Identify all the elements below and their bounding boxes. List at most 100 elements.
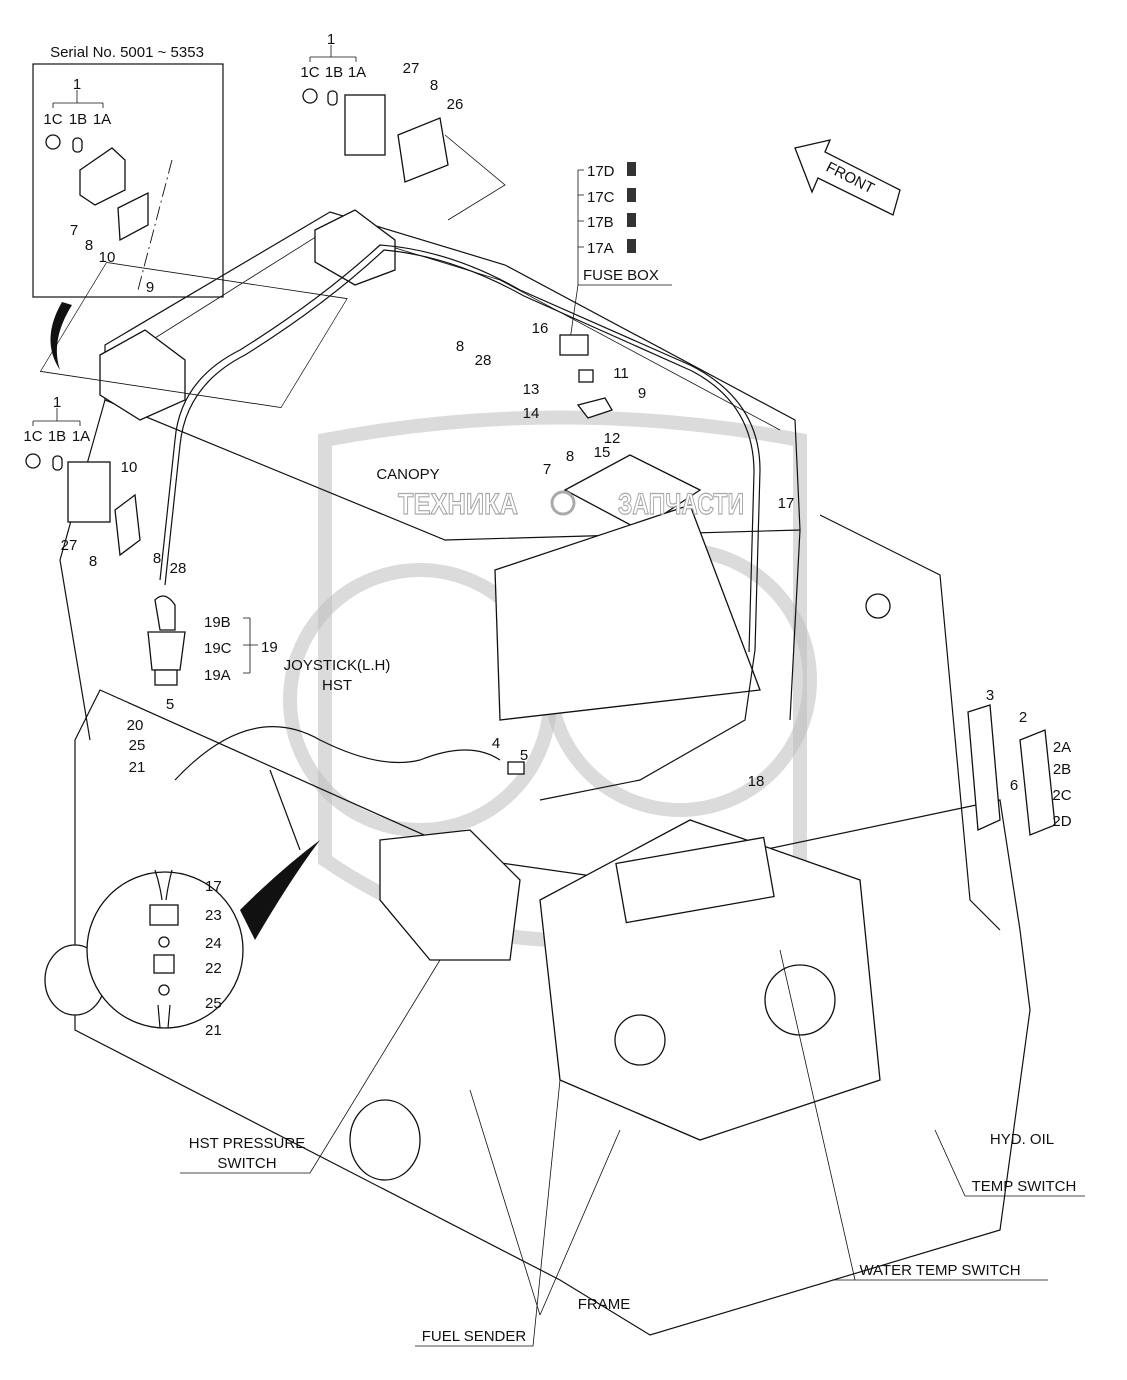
connector <box>507 761 525 775</box>
front-arrow: FRONT <box>794 139 901 216</box>
serial-title: Serial No. 5001 ~ 5353 <box>50 44 204 61</box>
label-13: 13 <box>523 381 540 398</box>
top-label-1: 1 <box>327 31 335 48</box>
fuse-box-title: FUSE BOX <box>583 267 659 284</box>
left-label-1a: 1A <box>72 428 90 445</box>
label-19b: 19B <box>204 614 231 631</box>
relay <box>578 369 594 383</box>
lamp-housing <box>67 461 111 523</box>
label-3: 3 <box>986 687 994 704</box>
left-label-27: 27 <box>61 537 78 554</box>
fuse-icon <box>627 213 636 227</box>
detail-pointer-icon <box>240 840 320 940</box>
top-label-1b: 1B <box>325 64 343 81</box>
left-label-8: 8 <box>89 553 97 570</box>
callout-hst-pressure-2: SWITCH <box>217 1155 276 1172</box>
detail-label-22: 22 <box>205 960 222 977</box>
gear-icon <box>550 490 576 516</box>
lamp-housing <box>79 147 126 206</box>
callout-hst-pressure: HST PRESSURE <box>189 1135 305 1152</box>
oil-filter <box>614 1014 666 1066</box>
bulb-icon <box>52 455 63 471</box>
label-16: 16 <box>532 320 549 337</box>
fuse-icon <box>627 162 636 176</box>
label-5-harness: 5 <box>520 747 528 764</box>
fuse-box-group: 17D 17C 17B 17A FUSE BOX 16 11 13 9 14 1… <box>523 162 672 478</box>
fuse-label-17a: 17A <box>587 240 614 257</box>
panel-bracket <box>967 704 1001 831</box>
bulb-icon <box>25 453 41 469</box>
callout-water-temp: WATER TEMP SWITCH <box>859 1262 1020 1279</box>
label-21: 21 <box>129 759 146 776</box>
cylinder-head <box>615 836 775 924</box>
label-2d: 2D <box>1052 813 1071 830</box>
joystick-subtitle: HST <box>322 677 352 694</box>
lamp-bracket <box>114 493 141 557</box>
label-2a: 2A <box>1053 739 1071 756</box>
left-lamp-group: 1 1C 1B 1A 10 27 8 8 28 <box>23 394 186 577</box>
detail-label-23: 23 <box>205 907 222 924</box>
left-label-10: 10 <box>121 459 138 476</box>
callout-hyd-oil-2: TEMP SWITCH <box>972 1178 1077 1195</box>
fuse-label-17b: 17B <box>587 214 614 231</box>
label-9: 9 <box>638 385 646 402</box>
lamp-bracket <box>117 191 149 242</box>
label-19a: 19A <box>204 667 231 684</box>
watermark-text-left: ТЕХНИКА <box>398 488 518 521</box>
watermark-text: ТЕХНИКА ЗАПЧАСТИ <box>397 487 744 521</box>
label-7: 7 <box>543 461 551 478</box>
label-28-canopy: 28 <box>475 352 492 369</box>
lamp-bracket <box>397 117 449 183</box>
indicator-panel <box>1019 729 1056 836</box>
roof-vents <box>39 261 348 409</box>
joystick-boot <box>147 631 186 671</box>
fuse-icon <box>627 188 636 202</box>
joystick-group: 19B 19C 19 19A JOYSTICK(L.H) HST 5 20 25… <box>127 595 390 776</box>
rear-light-left <box>99 329 186 421</box>
callouts: HST PRESSURE SWITCH HYD. OIL TEMP SWITCH… <box>180 949 1085 1347</box>
engine-pulley <box>764 964 836 1036</box>
callout-fuel-sender: FUEL SENDER <box>422 1328 527 1345</box>
top-label-27: 27 <box>403 60 420 77</box>
label-8-canopy: 8 <box>456 338 464 355</box>
hst-pump <box>379 829 521 961</box>
label-17-harness: 17 <box>778 495 795 512</box>
top-lamp-group: 1 1C 1B 1A 27 8 26 <box>300 31 506 221</box>
label-2c: 2C <box>1052 787 1071 804</box>
bulb-icon <box>72 137 83 153</box>
label-19: 19 <box>261 639 278 656</box>
label-15: 15 <box>594 444 611 461</box>
bulb-icon <box>45 134 61 150</box>
label-5: 5 <box>166 696 174 713</box>
fuse-box <box>559 334 589 356</box>
top-label-26: 26 <box>447 96 464 113</box>
joystick-grip <box>154 595 176 631</box>
label-8: 8 <box>566 448 574 465</box>
label-2: 2 <box>1019 709 1027 726</box>
joystick-base <box>154 669 178 686</box>
label-25: 25 <box>129 737 146 754</box>
wiring-harness <box>159 244 761 851</box>
callout-hyd-oil: HYD. OIL <box>990 1131 1054 1148</box>
inset-label-1: 1 <box>73 76 81 93</box>
fuse-label-17d: 17D <box>587 163 615 180</box>
instrument-panel-group: 3 2 2A 2B 2C 6 2D <box>967 687 1072 836</box>
bulb-icon <box>302 88 318 104</box>
left-label-1b: 1B <box>48 428 66 445</box>
label-19c: 19C <box>204 640 232 657</box>
label-14: 14 <box>523 405 540 422</box>
inset-label-1c: 1C <box>43 111 62 128</box>
adapter <box>153 954 175 974</box>
inset-frame <box>32 63 224 298</box>
fuse-icon <box>627 239 636 253</box>
detail-label-25: 25 <box>205 995 222 1012</box>
inset-label-8: 8 <box>85 237 93 254</box>
label-12: 12 <box>604 430 621 447</box>
top-label-1c: 1C <box>300 64 319 81</box>
roof-bracket <box>563 454 702 531</box>
label-11: 11 <box>613 365 629 382</box>
lift-arm-pivot <box>865 593 891 619</box>
label-4: 4 <box>492 735 500 752</box>
